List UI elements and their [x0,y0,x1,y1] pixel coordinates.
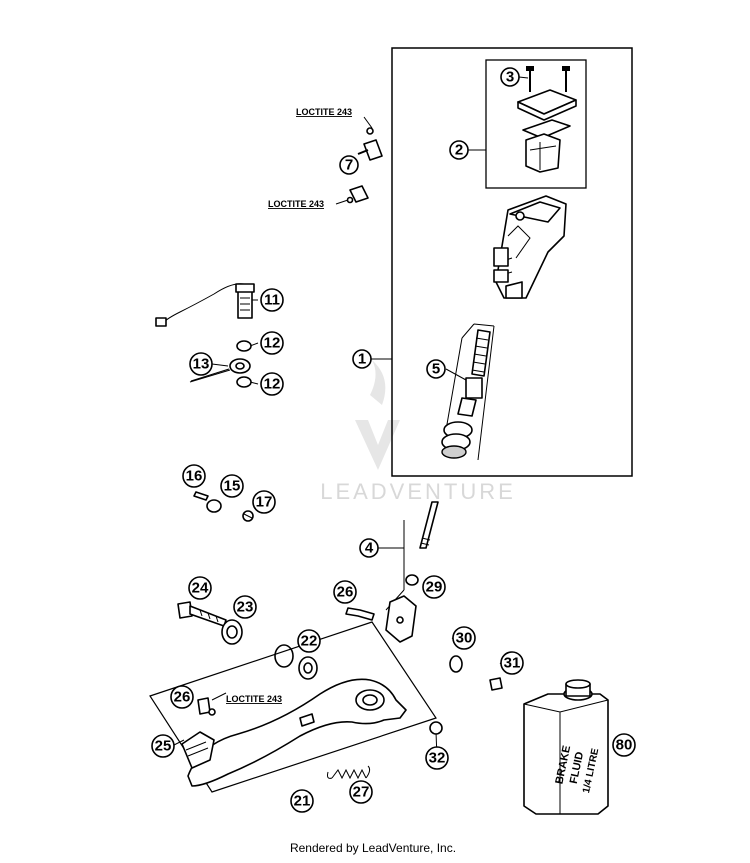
loctite-note-top: LOCTITE 243 [296,107,352,117]
step-bolt [197,697,211,715]
callout-13[interactable]: 13 [189,352,213,376]
svg-text:15: 15 [224,478,241,495]
svg-text:4: 4 [365,540,374,557]
cotter-pin [489,677,503,691]
svg-text:25: 25 [155,738,172,755]
svg-text:23: 23 [237,599,254,616]
svg-text:12: 12 [264,335,281,352]
pedal-step-grip [185,741,209,757]
svg-text:29: 29 [426,579,443,596]
svg-text:5: 5 [432,361,440,378]
leader-lines [171,76,529,759]
callout-80[interactable]: 80 [612,733,636,757]
callout-24[interactable]: 24 [188,576,212,600]
loctite-note-mid: LOCTITE 243 [268,199,324,209]
callout-30[interactable]: 30 [452,626,476,650]
svg-text:80: 80 [616,737,633,754]
watermark: LEADVENTURE [320,360,516,504]
svg-text:27: 27 [353,784,370,801]
svg-text:30: 30 [456,630,473,647]
svg-text:2: 2 [455,142,463,159]
reservoir-cap-screws [526,66,570,92]
brake-line [189,358,251,383]
sealing-washer-lower [236,376,252,388]
callout-26-lower[interactable]: 26 [170,685,194,709]
callout-26-upper[interactable]: 26 [333,580,357,604]
svg-text:31: 31 [504,655,521,672]
callout-15[interactable]: 15 [220,474,244,498]
reservoir-cap-group-box [485,59,587,189]
svg-text:22: 22 [301,633,318,650]
brake-light-switch [155,283,255,327]
svg-text:3: 3 [506,69,514,86]
return-spring [327,765,371,780]
sealing-washer-upper [236,340,252,352]
callout-12-upper[interactable]: 12 [260,331,284,355]
svg-text:7: 7 [345,157,353,174]
loctite-note-pedal: LOCTITE 243 [226,694,282,704]
callout-12-lower[interactable]: 12 [260,372,284,396]
callout-27[interactable]: 27 [349,780,373,804]
callout-2[interactable]: 2 [449,140,469,160]
callout-3[interactable]: 3 [500,67,520,87]
master-cylinder-group-box [391,47,633,477]
reservoir-cap-and-diaphragm [517,89,577,173]
master-cylinder-body [493,195,567,299]
svg-text:1: 1 [358,351,366,368]
callout-5[interactable]: 5 [426,359,446,379]
pin-parts [193,491,254,522]
svg-text:16: 16 [186,468,203,485]
mounting-bolts [346,127,383,204]
callout-1[interactable]: 1 [352,349,372,369]
callout-25[interactable]: 25 [151,734,175,758]
callout-4[interactable]: 4 [359,538,379,558]
brake-pedal [187,678,407,787]
pedal-pivot-parts [177,601,318,680]
push-rod-assembly [345,501,439,643]
washer-30 [449,655,463,673]
callout-7[interactable]: 7 [339,155,359,175]
piston-kit [441,323,495,461]
callout-22[interactable]: 22 [297,629,321,653]
brake-fluid-can: BRAKE FLUID 1/4 LITRE [523,679,609,815]
callout-21[interactable]: 21 [290,789,314,813]
svg-text:24: 24 [192,580,209,597]
callout-11[interactable]: 11 [260,288,284,312]
callout-23[interactable]: 23 [233,595,257,619]
callout-16[interactable]: 16 [182,464,206,488]
pedal-nut [429,721,443,735]
svg-text:21: 21 [294,793,311,810]
svg-text:26: 26 [174,689,191,706]
watermark-text: LEADVENTURE [320,479,516,504]
svg-text:32: 32 [429,750,446,767]
svg-text:12: 12 [264,376,281,393]
callout-31[interactable]: 31 [500,651,524,675]
pedal-step [181,731,215,769]
svg-text:13: 13 [193,356,210,373]
svg-text:11: 11 [264,292,280,309]
loctite-dot [208,708,216,716]
callout-32[interactable]: 32 [425,746,449,770]
svg-text:17: 17 [256,494,273,511]
footer-credit: Rendered by LeadVenture, Inc. [290,841,456,855]
callout-29[interactable]: 29 [422,575,446,599]
callout-17[interactable]: 17 [252,490,276,514]
svg-text:26: 26 [337,584,354,601]
